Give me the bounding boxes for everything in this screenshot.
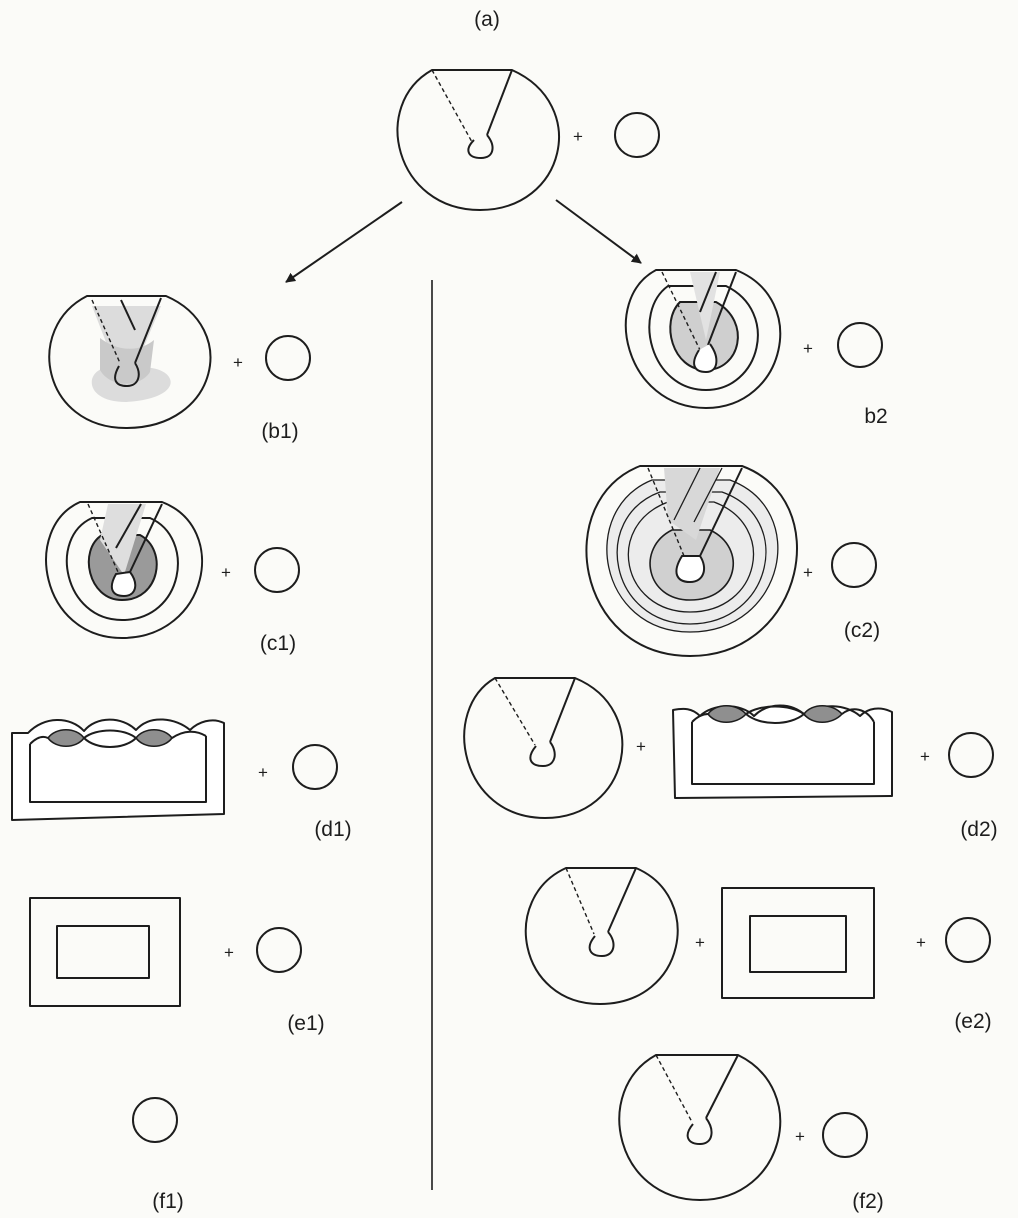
circle-b2 bbox=[837, 322, 883, 368]
shape-b2 bbox=[624, 269, 782, 409]
plus-c2: + bbox=[803, 563, 813, 582]
label-e2: (e2) bbox=[954, 1010, 991, 1033]
arrow-right bbox=[555, 199, 642, 264]
circle-f1 bbox=[132, 1097, 178, 1143]
circle-b1 bbox=[265, 335, 311, 381]
plus-e2-2: + bbox=[916, 933, 926, 952]
shape-d2-bar bbox=[672, 704, 893, 799]
plus-c1: + bbox=[221, 563, 231, 582]
circle-d2 bbox=[948, 732, 994, 778]
label-a: (a) bbox=[474, 8, 500, 31]
plus-d2-2: + bbox=[920, 747, 930, 766]
arrow-left bbox=[285, 201, 403, 283]
shape-d2-drop bbox=[463, 677, 624, 819]
label-c1: (c1) bbox=[260, 632, 296, 655]
circle-f2 bbox=[822, 1112, 868, 1158]
label-e1: (e1) bbox=[287, 1012, 324, 1035]
plus-b1: + bbox=[233, 353, 243, 372]
plus-e1: + bbox=[224, 943, 234, 962]
label-b1: (b1) bbox=[261, 420, 298, 443]
circle-a bbox=[614, 112, 660, 158]
label-f1: (f1) bbox=[152, 1190, 184, 1213]
shape-e2-drop bbox=[524, 867, 679, 1005]
shape-c1 bbox=[45, 501, 204, 639]
circle-e2 bbox=[945, 917, 991, 963]
label-b2: b2 bbox=[864, 405, 887, 428]
shape-f2 bbox=[618, 1054, 782, 1201]
label-c2: (c2) bbox=[844, 619, 880, 642]
plus-d2-1: + bbox=[636, 737, 646, 756]
plus-a: + bbox=[573, 127, 583, 146]
circle-d1 bbox=[292, 744, 338, 790]
label-f2: (f2) bbox=[852, 1190, 884, 1213]
shape-e1 bbox=[29, 897, 181, 1007]
label-d2: (d2) bbox=[960, 818, 997, 841]
shape-c2 bbox=[585, 465, 798, 657]
circle-c1 bbox=[254, 547, 300, 593]
shape-a bbox=[396, 69, 560, 211]
shape-b1 bbox=[48, 295, 212, 429]
plus-f2: + bbox=[795, 1127, 805, 1146]
shape-d1 bbox=[11, 718, 225, 821]
circle-e1 bbox=[256, 927, 302, 973]
label-d1: (d1) bbox=[314, 818, 351, 841]
plus-e2-1: + bbox=[695, 933, 705, 952]
circle-c2 bbox=[831, 542, 877, 588]
plus-d1: + bbox=[258, 763, 268, 782]
shape-e2-rect bbox=[721, 887, 875, 999]
plus-b2: + bbox=[803, 339, 813, 358]
